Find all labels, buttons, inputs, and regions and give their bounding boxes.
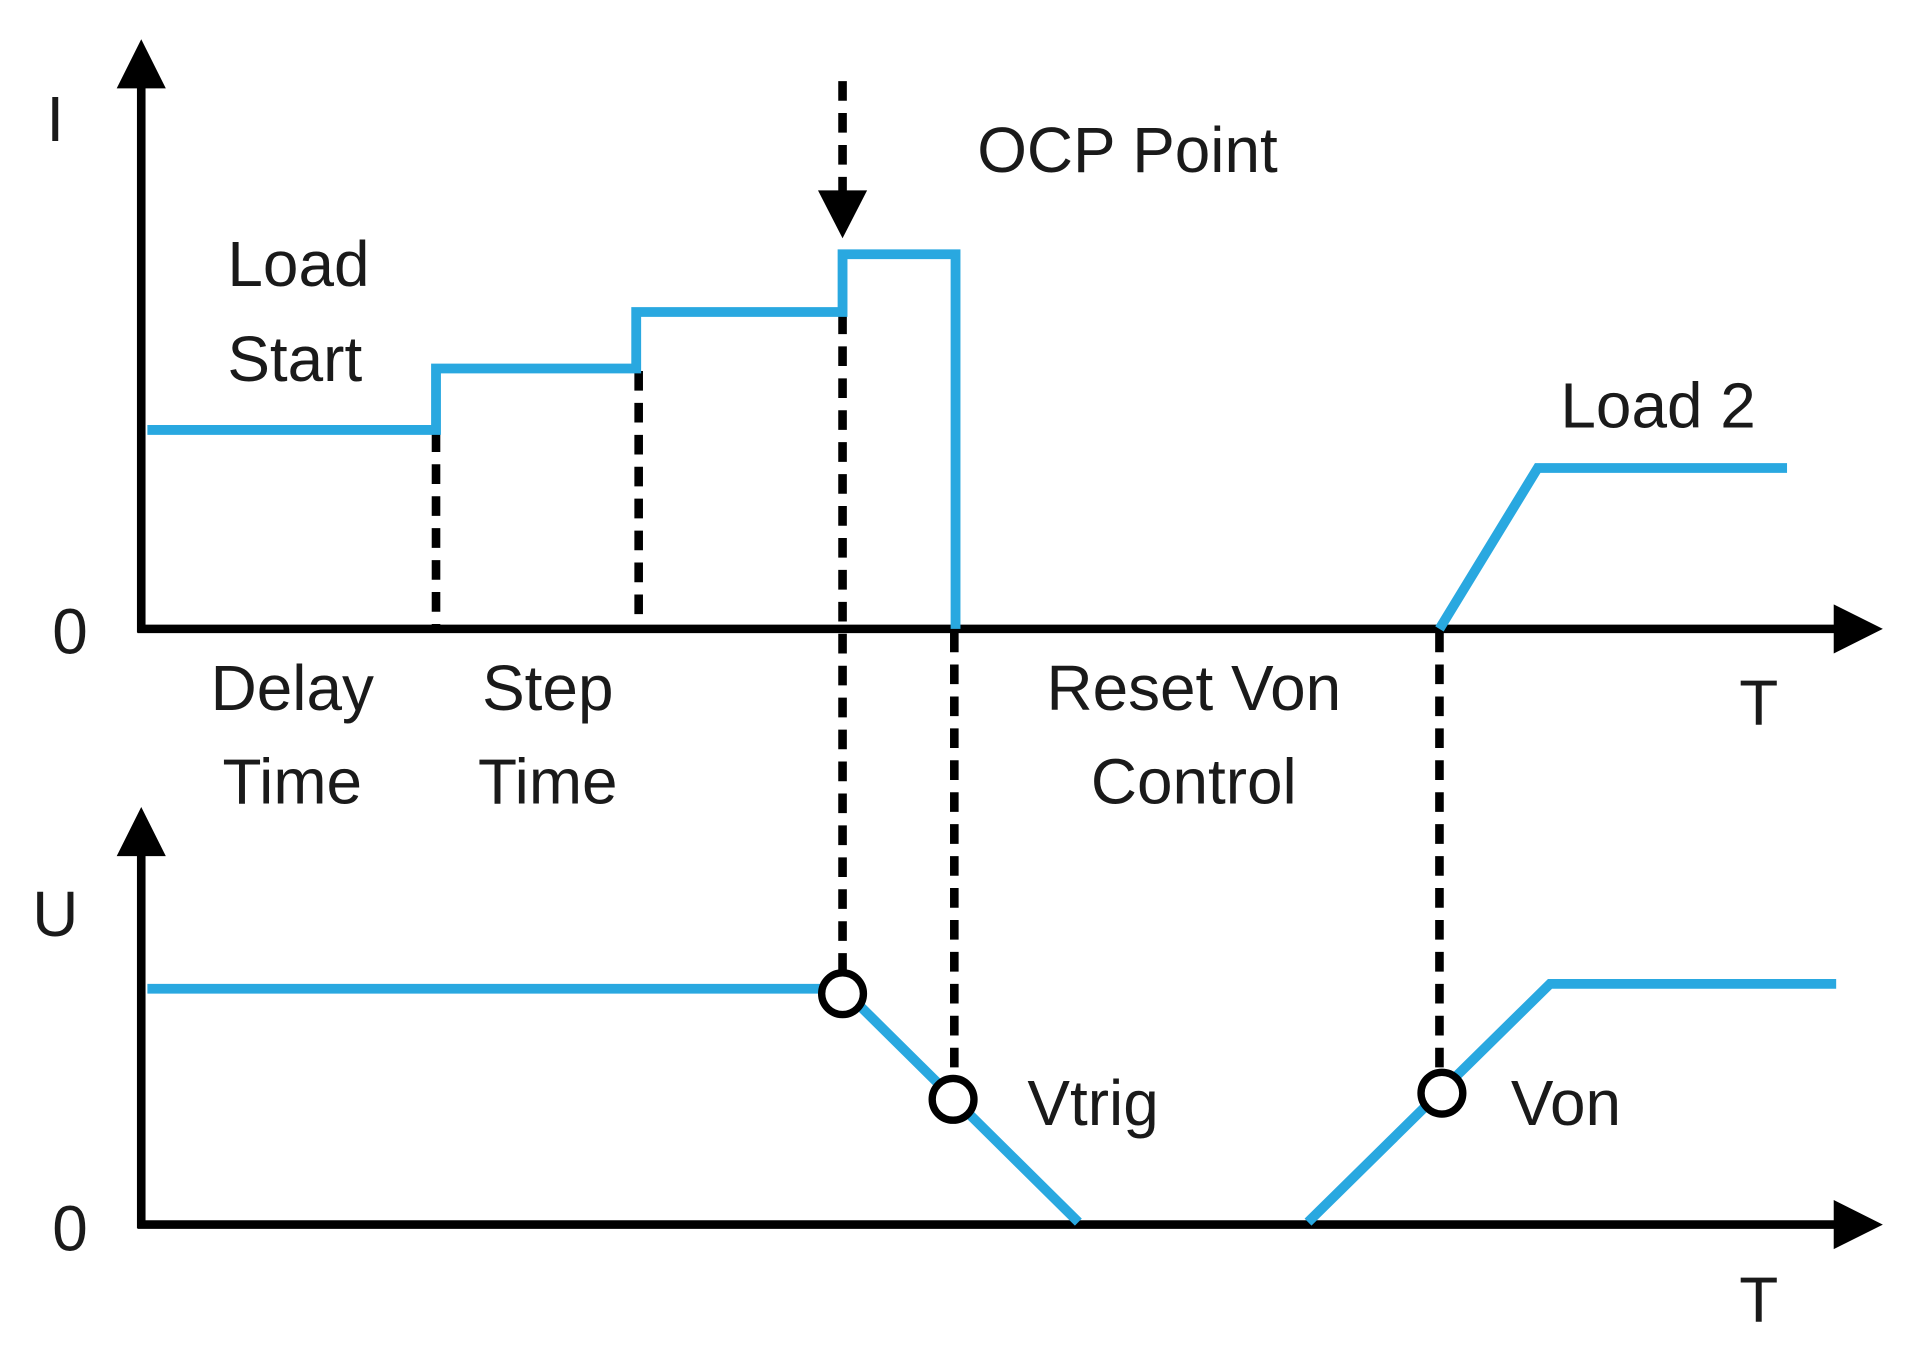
top-y-axis-label: I [46,83,64,155]
top-x-arrow-icon [1833,604,1883,654]
bottom-x-arrow-icon [1833,1200,1883,1250]
vtrig-marker [928,1074,978,1124]
von-marker [1417,1068,1467,1118]
delay-time-label: Delay [211,652,374,724]
reset-von-label: Reset Von [1046,652,1341,724]
ocp-point-label: OCP Point [977,114,1278,186]
step-time-label: Step [482,652,613,724]
load2-waveform [1435,463,1788,632]
step-time-label: Time [478,745,618,817]
bottom-y-arrow-icon [116,806,166,857]
load2-label: Load 2 [1560,369,1755,441]
bottom-y-axis-label: U [32,878,78,950]
current-waveform [147,249,961,629]
top-y-arrow-icon [116,39,166,89]
top-x-axis-label: T [1739,667,1778,739]
top-zero-label: 0 [52,595,88,667]
reset-von-label: Control [1091,745,1297,817]
load-start-label: Start [227,323,362,395]
vtrig-label: Vtrig [1027,1067,1158,1139]
ocp-arrow-icon [817,190,868,239]
delay-time-label: Time [223,745,363,817]
von-label: Von [1511,1067,1621,1139]
load-start-label: Load [227,228,369,300]
ocp-trigger-marker [817,969,868,1019]
bottom-zero-label: 0 [52,1192,88,1264]
bottom-x-axis-label: T [1739,1264,1778,1336]
voltage-rise-waveform [1304,978,1837,1226]
